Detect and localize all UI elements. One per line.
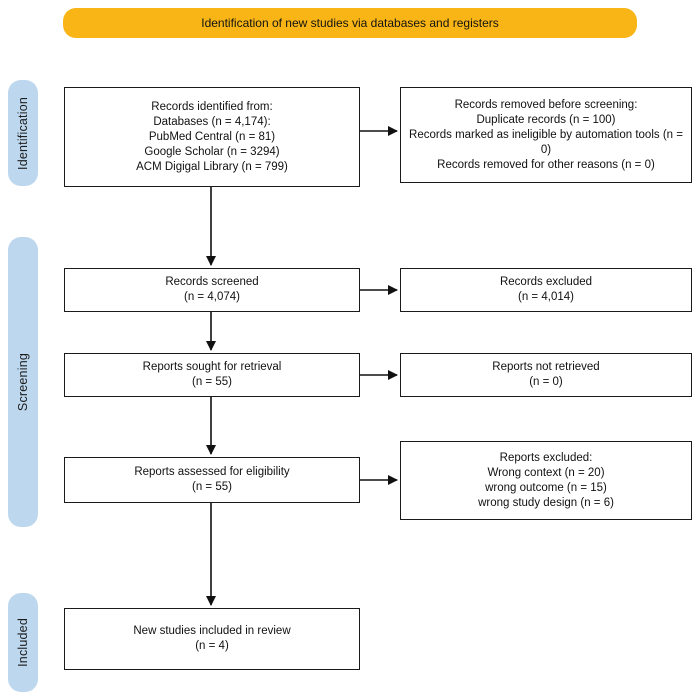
- stage-label-screening: Screening: [8, 237, 38, 527]
- box-records-removed-text: Records removed before screening: Duplic…: [409, 98, 683, 171]
- banner-title: Identification of new studies via databa…: [63, 8, 637, 38]
- box-reports-excluded-text: Reports excluded: Wrong context (n = 20)…: [478, 451, 614, 509]
- box-reports-assessed-text: Reports assessed for eligibility (n = 55…: [134, 466, 290, 493]
- box-records-screened: Records screened (n = 4,074): [64, 268, 360, 312]
- box-records-excluded: Records excluded (n = 4,014): [400, 268, 692, 312]
- box-records-screened-text: Records screened (n = 4,074): [165, 276, 259, 303]
- box-records-removed: Records removed before screening: Duplic…: [400, 87, 692, 183]
- box-reports-sought: Reports sought for retrieval (n = 55): [64, 353, 360, 397]
- box-studies-included: New studies included in review (n = 4): [64, 608, 360, 670]
- box-reports-sought-text: Reports sought for retrieval (n = 55): [142, 361, 282, 388]
- box-records-identified: Records identified from: Databases (n = …: [64, 87, 360, 187]
- box-records-excluded-text: Records excluded (n = 4,014): [499, 276, 593, 303]
- box-records-identified-text: Records identified from: Databases (n = …: [136, 100, 288, 173]
- stage-label-identification: Identification: [8, 80, 38, 186]
- stage-label-included: Included: [8, 593, 38, 692]
- stage-label-screening-text: Screening: [16, 352, 30, 412]
- box-reports-not-retrieved-text: Reports not retrieved (n = 0): [492, 361, 600, 388]
- stage-label-identification-text: Identification: [16, 96, 30, 170]
- box-reports-excluded: Reports excluded: Wrong context (n = 20)…: [400, 441, 692, 520]
- box-reports-not-retrieved: Reports not retrieved (n = 0): [400, 353, 692, 397]
- stage-label-included-text: Included: [16, 618, 30, 667]
- box-reports-assessed: Reports assessed for eligibility (n = 55…: [64, 457, 360, 503]
- box-studies-included-text: New studies included in review (n = 4): [133, 625, 291, 652]
